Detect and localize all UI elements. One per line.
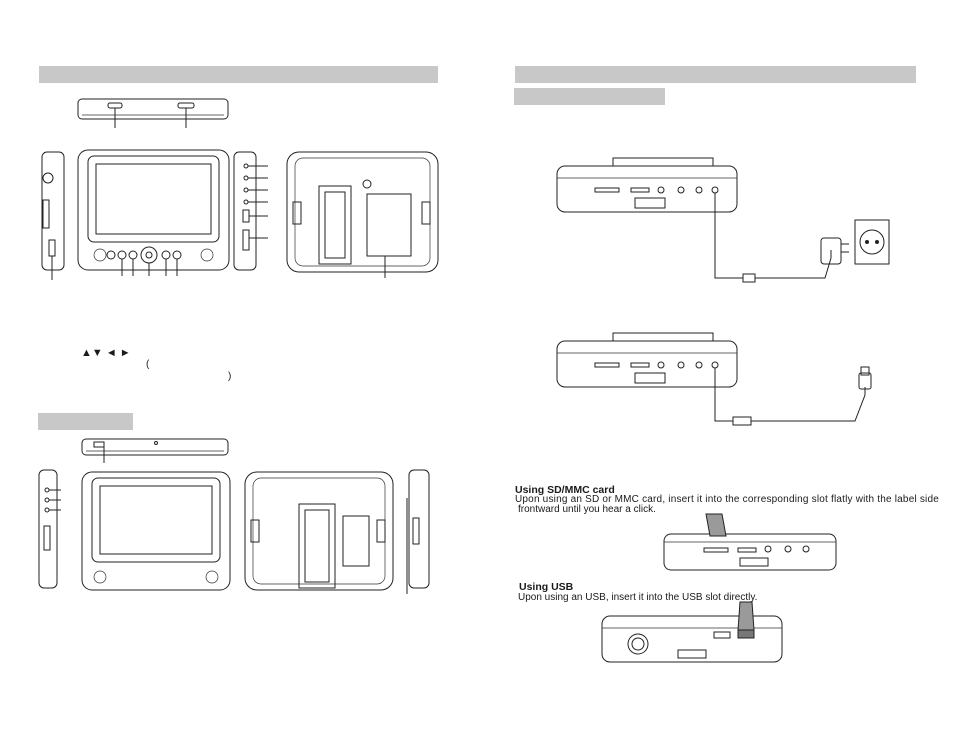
player-left-side-view-figure: [40, 150, 66, 282]
sd-card-insertion-diagram: [660, 512, 840, 574]
left-section-header-bar: [39, 66, 438, 83]
sd-card-instructions-line1: Upon using an SD or MMC card, insert it …: [515, 494, 939, 505]
second-unit-front-figure: [80, 470, 232, 592]
player-back-view-figure: [285, 150, 440, 280]
second-unit-right-side-figure: [403, 468, 433, 596]
open-paren-mark: (: [146, 359, 150, 370]
sd-card-heading: Using SD/MMC card: [515, 484, 615, 496]
usb-instructions: Upon using an USB, insert it into the US…: [518, 592, 758, 603]
second-unit-back-figure: [243, 470, 395, 592]
ac-adapter-connection-diagram: [553, 158, 893, 298]
second-unit-left-side-figure: [37, 468, 63, 592]
player-right-side-view-figure: [232, 150, 272, 272]
sd-card-instructions-line2: frontward until you hear a click.: [518, 504, 656, 515]
close-paren-mark: ): [228, 371, 232, 382]
usb-insertion-diagram: [598, 600, 788, 666]
right-section-header-bar: [515, 66, 916, 83]
right-subsection-header-bar: [514, 88, 665, 105]
player-front-view-figure: [76, 148, 231, 278]
usb-heading: Using USB: [519, 581, 574, 593]
player-top-view-figure: [76, 95, 230, 130]
car-adapter-connection-diagram: [553, 333, 893, 433]
left-subsection-header-bar: [38, 413, 133, 430]
second-unit-top-view-figure: [80, 437, 230, 465]
nav-arrow-symbols: ▲▼ ◄ ►: [81, 347, 131, 359]
